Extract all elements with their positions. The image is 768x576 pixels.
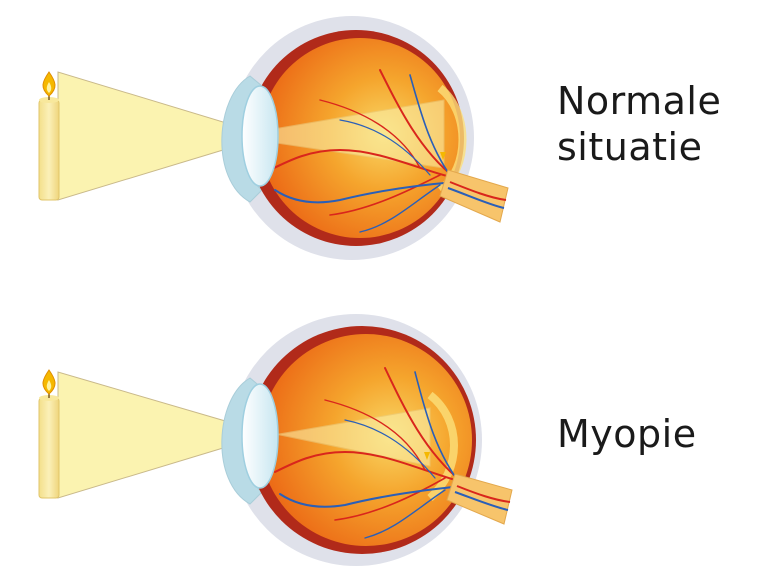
lens bbox=[241, 85, 279, 187]
normal-label-line1: Normale bbox=[557, 79, 722, 123]
retina-image bbox=[424, 452, 430, 460]
normal-label-line2: situatie bbox=[557, 125, 703, 169]
optic-nerve-icon bbox=[446, 473, 513, 525]
blood-vessels bbox=[269, 69, 456, 233]
lens bbox=[241, 383, 279, 489]
normal-situation-label: Normale situatie bbox=[557, 78, 721, 170]
myopia-label: Myopie bbox=[557, 412, 697, 456]
candle-icon bbox=[38, 71, 60, 201]
optic-nerve-icon bbox=[439, 169, 509, 223]
candle-icon bbox=[38, 369, 60, 499]
normal-eye-group bbox=[38, 16, 509, 260]
blood-vessels bbox=[274, 367, 463, 539]
retina-image bbox=[440, 152, 446, 160]
myopia-eye-group bbox=[38, 314, 513, 566]
